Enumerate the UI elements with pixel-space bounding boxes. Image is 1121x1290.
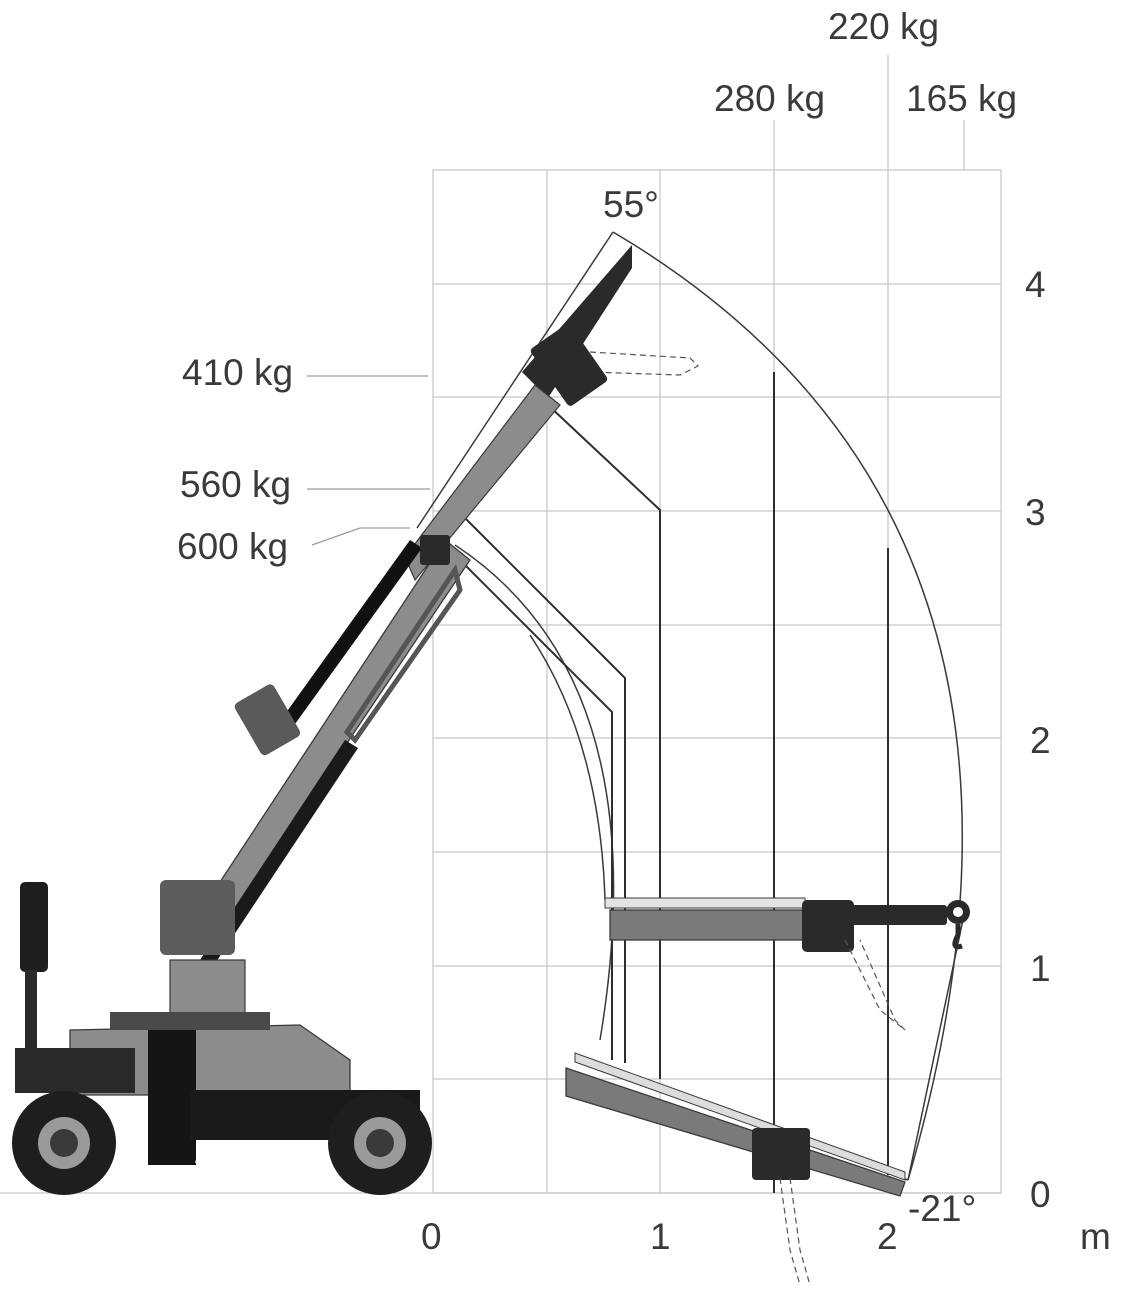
- wheel-front: [12, 1091, 116, 1195]
- x-unit: m: [1080, 1216, 1111, 1257]
- boom-horizontal-position: [604, 897, 970, 1031]
- wheel-rear: [328, 1091, 432, 1195]
- y-tick-4: 4: [1025, 264, 1046, 305]
- label-410kg: 410 kg: [182, 352, 294, 393]
- boom-raised: [160, 245, 632, 968]
- outer-arc: [612, 231, 964, 1181]
- curve-410kg: [547, 404, 661, 1079]
- label-55deg: 55°: [603, 184, 659, 225]
- label-165kg: 165 kg: [906, 78, 1018, 119]
- curve-560kg: [461, 514, 626, 1063]
- label-280kg: 280 kg: [714, 78, 826, 119]
- x-tick-1: 1: [650, 1216, 671, 1257]
- curve-600kg: [444, 544, 613, 1060]
- y-tick-1: 1: [1030, 948, 1051, 989]
- x-tick-0: 0: [421, 1216, 442, 1257]
- boom-lower-position: [565, 1052, 906, 1286]
- y-tick-3: 3: [1025, 492, 1046, 533]
- left-leaders: [307, 375, 430, 546]
- label-560kg: 560 kg: [180, 464, 292, 505]
- y-tick-0: 0: [1030, 1174, 1051, 1215]
- load-curves: [444, 372, 889, 1193]
- label-220kg: 220 kg: [828, 6, 940, 47]
- x-tick-2: 2: [877, 1216, 898, 1257]
- y-tick-2: 2: [1030, 720, 1051, 761]
- label-minus21deg: -21°: [908, 1188, 977, 1229]
- label-600kg: 600 kg: [177, 526, 289, 567]
- hook-top-dashed: [589, 351, 700, 376]
- reach-envelope: [416, 231, 965, 1181]
